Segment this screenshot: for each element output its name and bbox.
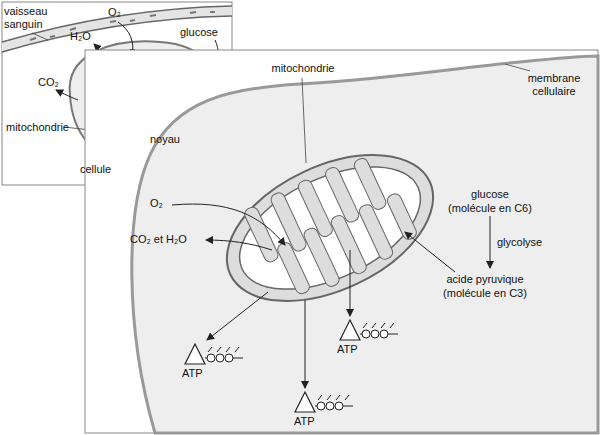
text-label: vaisseau sanguin xyxy=(4,5,59,31)
text-label: (molécule en C3) xyxy=(430,287,540,300)
text-label: ATP xyxy=(337,343,367,356)
text-label: ATP xyxy=(182,367,212,380)
text-label: cellule xyxy=(80,163,128,176)
text-label: mitochondrie xyxy=(258,62,348,75)
text-label: O₂ xyxy=(150,197,174,210)
text-label: glycolyse xyxy=(497,236,557,249)
text-label: H₂O xyxy=(70,30,102,43)
text-label: CO₂ et H₂O xyxy=(130,233,205,246)
text-label: glucose xyxy=(440,188,540,201)
text-label: O₂ xyxy=(108,6,130,19)
text-label: CO₂ xyxy=(38,76,68,89)
text-label: (molécule en C6) xyxy=(440,202,540,215)
text-label: mitochondrie xyxy=(6,121,81,134)
text-label: noyau xyxy=(150,133,192,146)
text-label: ATP xyxy=(294,415,324,428)
text-label: acide pyruvique xyxy=(430,273,540,286)
text-label: membrane cellulaire xyxy=(515,72,593,98)
text-label: glucose xyxy=(180,26,228,39)
